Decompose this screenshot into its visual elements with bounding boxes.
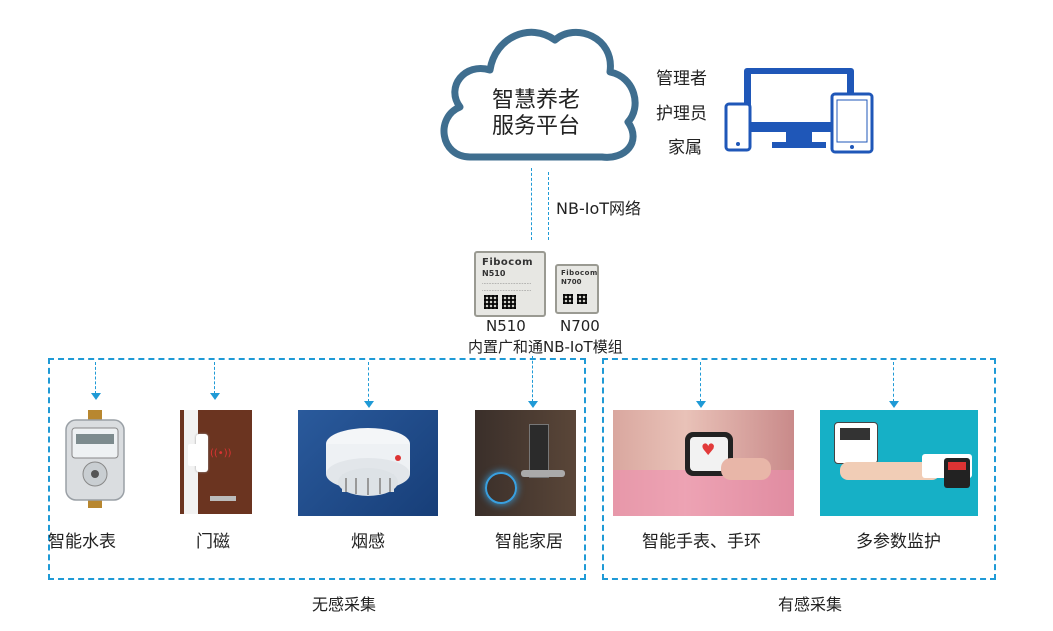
arrow-head: [210, 393, 220, 400]
arrow-head: [696, 401, 706, 408]
device-label-water-meter: 智能水表: [48, 532, 116, 552]
arrow-line-smart-home: [532, 356, 533, 402]
arrow-head: [889, 401, 899, 408]
arrow-head: [528, 401, 538, 408]
cloud-title-line1: 智慧养老: [492, 88, 581, 113]
user-manager: 管理者: [656, 69, 707, 89]
arrow-line-smoke: [368, 362, 369, 402]
arrow-line-water-meter: [95, 362, 96, 394]
arrow-line-door-sensor: [214, 362, 215, 394]
network-link-2: [548, 172, 549, 240]
chip-n700: Fibocom N700: [555, 264, 599, 314]
arrow-head: [364, 401, 374, 408]
device-label-smart-home: 智能家居: [495, 532, 563, 552]
water-meter-image: [65, 410, 125, 508]
device-label-smart-watch: 智能手表、手环: [642, 532, 761, 552]
cloud-title-line2: 服务平台: [492, 114, 581, 139]
multi-parameter-monitor-image: [820, 410, 978, 516]
network-link-1: [531, 168, 532, 240]
smoke-detector-image: [298, 410, 438, 516]
user-family: 家属: [668, 138, 702, 158]
device-label-smoke-detector: 烟感: [351, 532, 385, 552]
group-active-box: [602, 358, 996, 580]
chip-brand: Fibocom: [482, 257, 534, 268]
network-label: NB-IoT网络: [556, 199, 642, 218]
door-sensor-image: ((•)): [180, 410, 252, 514]
chip-model: N510: [482, 269, 506, 278]
chip-n700-caption: N700: [560, 317, 600, 335]
chip-n510: Fibocom N510 ···························…: [474, 251, 546, 317]
modules-caption: 内置广和通NB-IoT模组: [468, 338, 623, 356]
group-passive-label: 无感采集: [312, 595, 377, 614]
user-nurse: 护理员: [656, 104, 707, 124]
device-label-door-sensor: 门磁: [196, 532, 230, 552]
chip-brand: Fibocom: [561, 269, 598, 277]
arrow-line-monitor: [893, 362, 894, 402]
arrow-head: [91, 393, 101, 400]
smart-watch-image: ♥: [613, 410, 794, 516]
devices-icon: [724, 68, 874, 154]
chip-n510-caption: N510: [486, 317, 526, 335]
smart-home-image: [475, 410, 576, 516]
group-passive-box: [48, 358, 586, 580]
arrow-line-watch: [700, 362, 701, 402]
chip-model: N700: [561, 278, 582, 286]
group-active-label: 有感采集: [778, 595, 843, 614]
cloud-shape: [440, 28, 639, 161]
device-label-multi-monitor: 多参数监护: [856, 532, 941, 552]
